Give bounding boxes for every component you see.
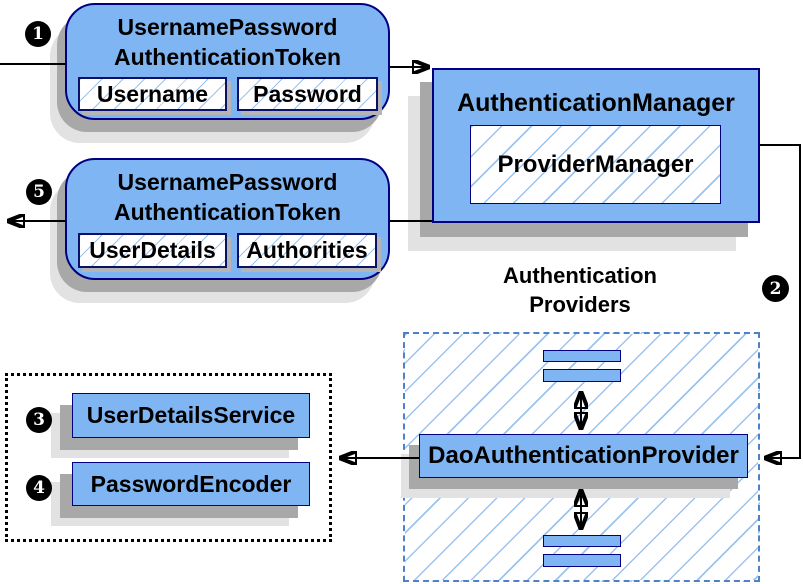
token-result-title-line2: AuthenticationToken (113, 199, 341, 225)
authentication-providers-label: Authentication Providers (460, 261, 700, 319)
token-request-title: UsernamePassword AuthenticationToken (67, 5, 388, 72)
username-field: Username (78, 77, 227, 111)
dao-authentication-provider-node: DaoAuthenticationProvider (419, 434, 748, 478)
authentication-manager-node: AuthenticationManager ProviderManager (432, 68, 760, 223)
authentication-providers-label-line1: Authentication (503, 263, 657, 288)
authentication-manager-title: AuthenticationManager (457, 89, 735, 117)
password-encoder-node: PasswordEncoder (72, 462, 310, 506)
user-details-service-node: UserDetailsService (72, 393, 310, 438)
services-container (5, 373, 332, 542)
token-request-node: UsernamePassword AuthenticationToken Use… (65, 3, 390, 120)
authorities-field: Authorities (237, 233, 377, 268)
provider-bar-bottom-2 (543, 554, 621, 567)
step-4-badge: 4 (26, 475, 52, 501)
manager-to-dao-arrow (760, 144, 801, 458)
provider-bar-bottom-1 (543, 535, 621, 547)
token-request-title-line1: UsernamePassword (117, 14, 338, 40)
provider-manager-node: ProviderManager (470, 125, 721, 204)
token-result-title-line1: UsernamePassword (117, 169, 338, 195)
userdetails-field: UserDetails (78, 233, 227, 268)
authentication-providers-label-line2: Providers (529, 292, 631, 317)
provider-bar-top-2 (543, 369, 621, 382)
token-result-title: UsernamePassword AuthenticationToken (67, 160, 388, 227)
token-result-node: UsernamePassword AuthenticationToken Use… (65, 158, 390, 280)
step-2-badge: 2 (762, 275, 789, 302)
provider-bar-top-1 (543, 350, 621, 362)
step-1-badge: 1 (25, 21, 51, 47)
token-request-title-line2: AuthenticationToken (113, 44, 341, 70)
password-field: Password (237, 77, 378, 111)
step-5-badge: 5 (26, 179, 52, 205)
step-3-badge: 3 (26, 407, 52, 433)
